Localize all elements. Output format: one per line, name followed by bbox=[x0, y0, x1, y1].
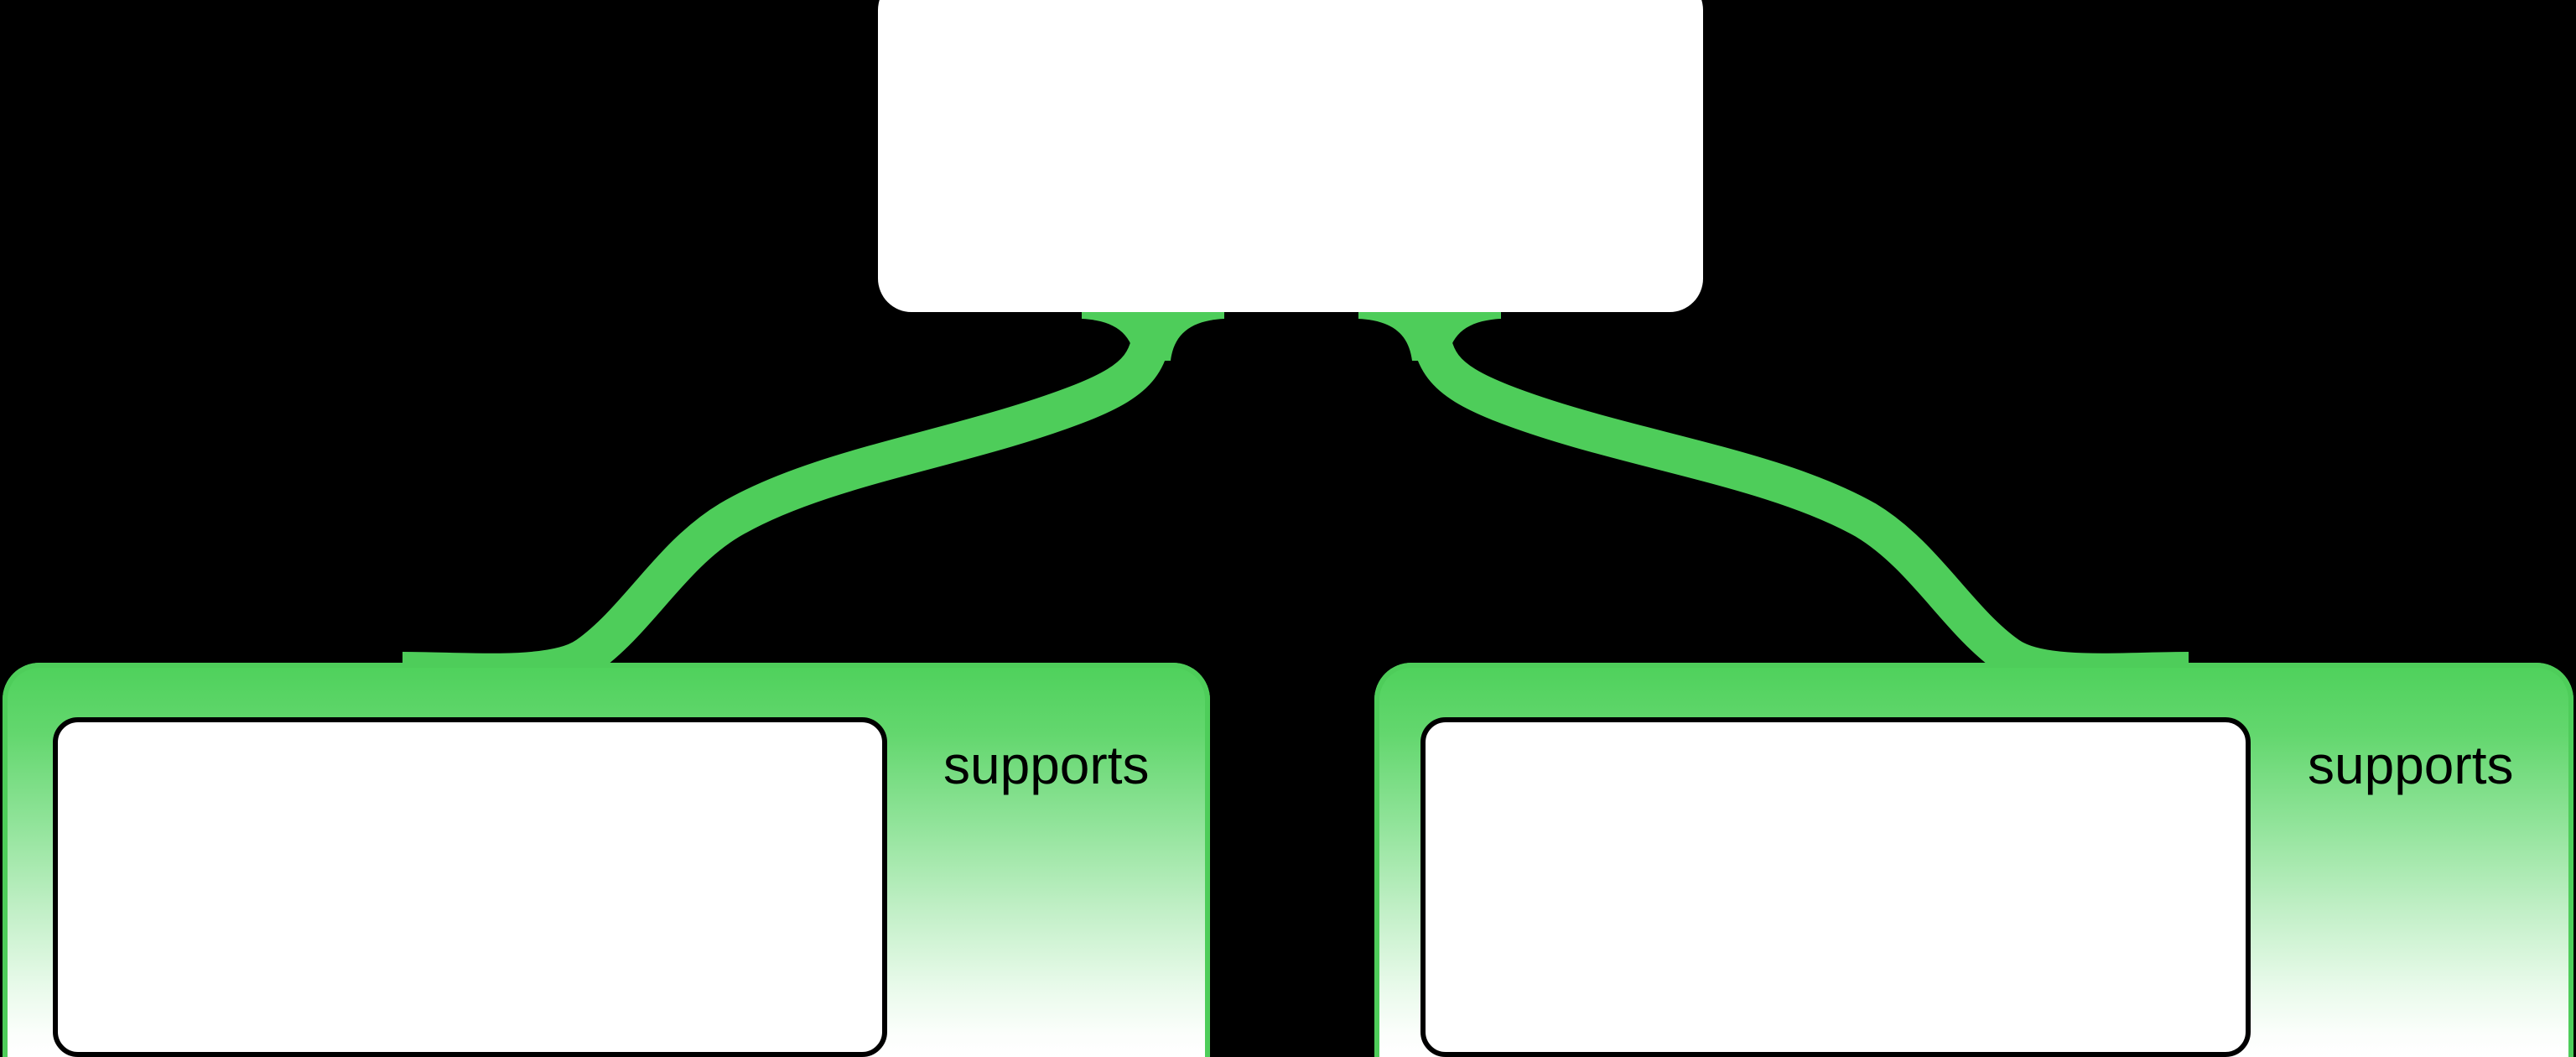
child-group-right[interactable]: supports bbox=[1374, 663, 2573, 1057]
edge-left-stroke bbox=[402, 311, 1172, 692]
edge-left-curve bbox=[436, 302, 1153, 671]
edge-left-root-flare bbox=[1082, 312, 1224, 361]
edge-right-root-flare bbox=[1358, 312, 1501, 361]
root-node[interactable] bbox=[878, 0, 1703, 312]
child-node-left[interactable] bbox=[53, 717, 887, 1057]
child-group-left[interactable]: supports bbox=[3, 663, 1210, 1057]
child-node-right[interactable] bbox=[1420, 717, 2251, 1057]
edge-right-stroke bbox=[1410, 311, 2189, 692]
edge-label-left: supports bbox=[943, 735, 1150, 795]
child-group-left-outline bbox=[3, 663, 1210, 1057]
edge-label-right: supports bbox=[2308, 735, 2514, 795]
diagram-canvas: supports supports bbox=[3, 0, 2573, 1057]
child-group-right-outline bbox=[1374, 663, 2573, 1057]
